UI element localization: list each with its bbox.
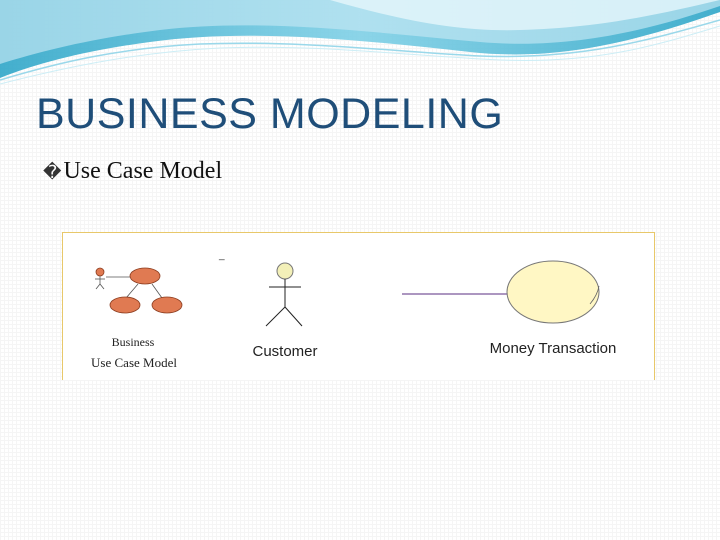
- stray-mark: _: [218, 250, 225, 261]
- money-transaction-use-case: [506, 260, 600, 324]
- business-label-line1: Business: [112, 335, 155, 349]
- header-wave-decoration: [0, 0, 720, 85]
- slide-title: BUSINESS MODELING: [36, 90, 504, 138]
- usecase-label: Money Transaction: [490, 340, 617, 357]
- business-use-case-model-icon: [95, 267, 183, 314]
- bullet-icon: �: [43, 162, 62, 183]
- bullet-item: �Use Case Model: [43, 158, 222, 185]
- business-label-line2: Use Case Model: [91, 355, 177, 370]
- use-case-diagram: Business Use Case Model _ Customer Money…: [62, 232, 655, 380]
- bullet-text: Use Case Model: [63, 158, 223, 184]
- actor-label: Customer: [252, 343, 317, 360]
- usecase-shadow-arc: [589, 285, 600, 305]
- customer-actor-icon: [265, 262, 303, 327]
